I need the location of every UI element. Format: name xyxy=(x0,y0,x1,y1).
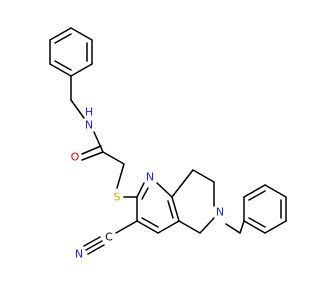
bond xyxy=(81,145,102,155)
bond xyxy=(248,217,266,228)
nitrile-nitrogen-label: N xyxy=(75,248,83,261)
bond xyxy=(54,33,72,44)
molecule-structure: N H O S N N C N xyxy=(49,27,287,261)
bond xyxy=(87,244,105,255)
bond xyxy=(199,217,215,234)
amide-nitrogen-label: N xyxy=(85,119,93,132)
bond xyxy=(115,220,138,234)
bond xyxy=(85,240,103,251)
thioether-sulfur-label: S xyxy=(114,191,121,204)
bond xyxy=(49,63,72,77)
nitrile-carbon-label: C xyxy=(105,231,113,244)
bond xyxy=(70,27,93,41)
ring-nitrogen-label: N xyxy=(216,206,224,219)
bond xyxy=(243,184,266,198)
bond xyxy=(243,220,266,234)
bond xyxy=(171,196,180,222)
amide-hydrogen-label: H xyxy=(85,106,93,119)
bond xyxy=(70,63,93,77)
bond xyxy=(239,220,245,234)
bond xyxy=(264,220,287,234)
bond xyxy=(171,169,194,198)
bond xyxy=(225,223,241,234)
bond xyxy=(81,151,104,161)
bond xyxy=(157,220,180,234)
bond xyxy=(93,131,104,153)
top-phenyl-ring xyxy=(49,27,93,77)
bond xyxy=(248,190,266,201)
bond xyxy=(102,151,125,165)
bond xyxy=(54,60,72,71)
bond xyxy=(136,182,145,198)
carbonyl-oxygen-label: O xyxy=(71,151,80,164)
bond xyxy=(70,99,85,119)
bond xyxy=(49,27,72,41)
pyridine-nitrogen-label: N xyxy=(146,171,154,184)
bond xyxy=(141,187,149,200)
bond xyxy=(167,200,174,219)
bond xyxy=(141,217,159,228)
bond xyxy=(83,236,101,247)
bond xyxy=(264,184,287,198)
bond xyxy=(178,220,201,234)
naphthyridine-core xyxy=(136,169,215,234)
bottom-phenyl-ring xyxy=(243,184,287,234)
bond xyxy=(136,220,159,234)
bond xyxy=(156,182,173,198)
bond xyxy=(116,163,125,189)
bond xyxy=(192,169,215,183)
